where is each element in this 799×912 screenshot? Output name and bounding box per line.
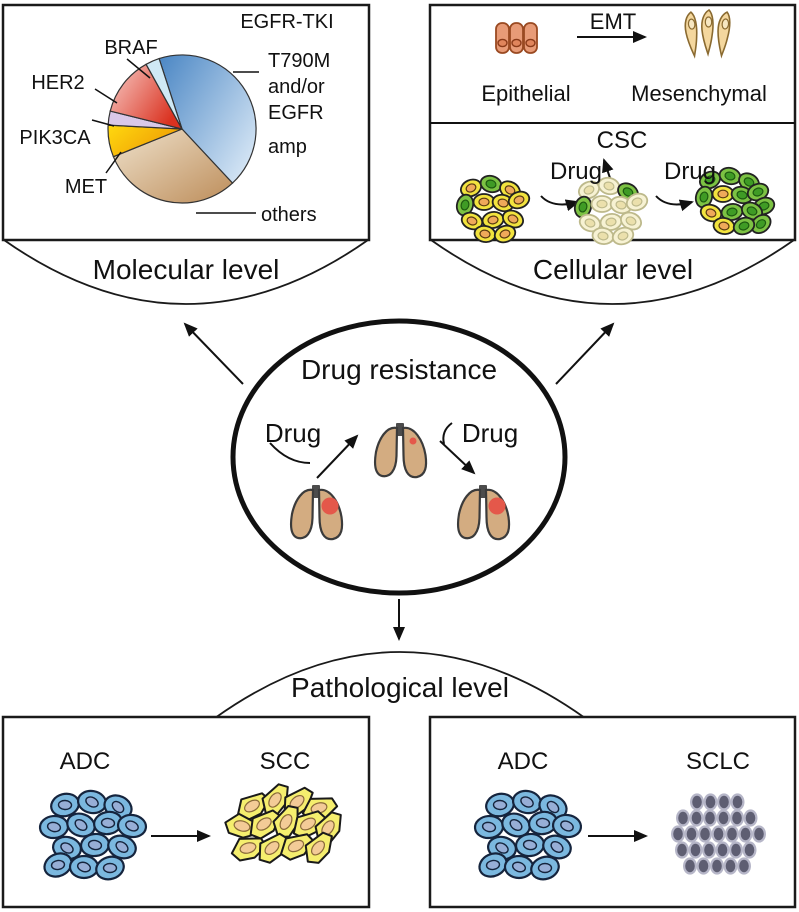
pie-label-t790m-4: amp (268, 136, 307, 158)
drug-arrow-right-cellular (655, 195, 694, 212)
drug-label-right: Drug (461, 418, 519, 448)
pie-slice-her2 (109, 63, 184, 130)
leader-her2 (94, 88, 118, 104)
leader-met (105, 151, 122, 174)
scc-cell-cluster (224, 783, 342, 864)
sclc-cell-cluster (671, 793, 766, 875)
arrow-to-molecular (183, 322, 244, 385)
pie-label-braf: BRAF (104, 37, 158, 59)
mesenchymal-label: Mesenchymal (631, 81, 767, 106)
pie-label-met: MET (64, 176, 108, 198)
adc-label-right: ADC (497, 748, 549, 775)
pie-label-pik3ca: PIK3CA (19, 127, 91, 149)
egfr-tki-pie-chart (91, 54, 259, 214)
adc-cell-cluster-left (38, 789, 148, 881)
sclc-label: SCLC (685, 748, 751, 775)
pie-label-t790m-1: T790M (268, 50, 331, 72)
arrow-to-cellular (555, 322, 615, 385)
drug-resistance-ellipse (230, 318, 568, 596)
adc-cell-cluster-right (473, 789, 583, 881)
pie-label-others: others (261, 204, 317, 226)
tumor-cluster-resistant (694, 166, 776, 236)
pie-label-t790m-3: EGFR (268, 102, 324, 124)
pie-label-t790m-2: and/or (268, 76, 325, 98)
molecular-level-title: Molecular level (92, 254, 280, 285)
pie-title-egfr-tki: EGFR-TKI (240, 11, 334, 33)
epithelial-label: Epithelial (481, 81, 571, 106)
cellular-level-banner (430, 239, 795, 305)
csc-label: CSC (596, 127, 648, 154)
drug-arrow-left-cellular (540, 195, 580, 212)
drug-swoosh-left (269, 442, 311, 464)
mesenchymal-cells (684, 8, 731, 59)
tumor-cluster-under-drug (573, 176, 649, 246)
tumor-cluster-sensitive (455, 174, 531, 244)
leader-pik3ca (91, 119, 115, 127)
pie-slice-braf (145, 57, 183, 130)
molecular-level-banner (3, 239, 369, 305)
pathological-level-banner (214, 651, 586, 719)
scc-label: SCC (259, 748, 311, 775)
pie-slice-t790m-egfr-amp (158, 54, 257, 184)
leader-braf (126, 58, 151, 79)
pie-slice-others (112, 128, 234, 204)
lung-responding (373, 421, 428, 479)
lung-relapsed (456, 483, 511, 541)
emt-label: EMT (589, 9, 637, 34)
drug-label-cellular-right: Drug (663, 158, 717, 185)
drug-label-left: Drug (264, 418, 322, 448)
pie-label-her2: HER2 (31, 72, 85, 94)
drug-arrow-up (316, 434, 359, 479)
drug-arrow-down (439, 440, 476, 475)
drug-resistance-title: Drug resistance (300, 354, 498, 385)
drug-label-cellular-left: Drug (549, 158, 603, 185)
cellular-level-title: Cellular level (532, 254, 694, 285)
adc-label-left: ADC (59, 748, 111, 775)
pathological-level-title: Pathological level (291, 672, 509, 703)
drug-swoosh-right (442, 422, 453, 445)
lung-before-treatment (289, 483, 344, 541)
epithelial-cells (495, 22, 538, 54)
